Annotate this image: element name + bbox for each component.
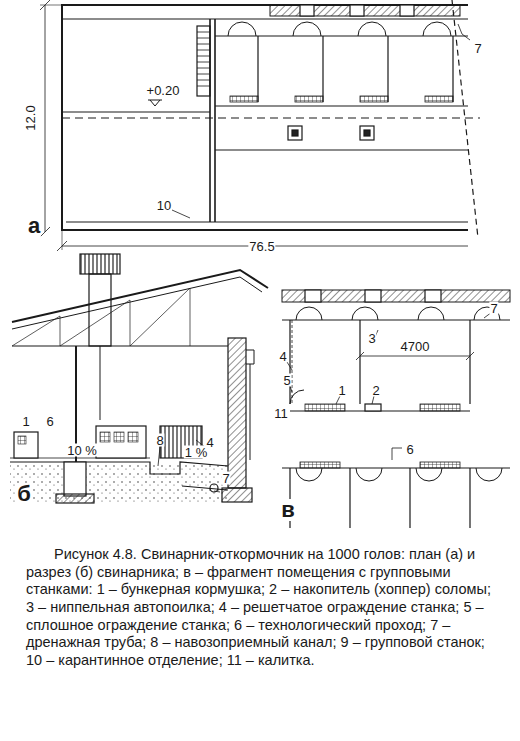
- callout-label: 76.5: [248, 240, 275, 253]
- callout-label: 2: [371, 384, 380, 397]
- callout-label: 11: [273, 407, 289, 420]
- plan-a: [40, 0, 480, 251]
- figure-caption: Рисунок 4.8. Свинарник-откормочник на 10…: [26, 546, 500, 670]
- callout-label: 12.0: [24, 104, 37, 131]
- callout-label: 1: [337, 384, 346, 397]
- callout-label: 1 %: [184, 446, 208, 459]
- view-letter: в: [280, 499, 296, 521]
- view-letter: а: [27, 215, 41, 237]
- callout-label: 10 %: [66, 444, 98, 457]
- callout-label: 3: [367, 332, 376, 345]
- callout-label: +0.20: [146, 84, 181, 97]
- callout-label: 10: [156, 199, 172, 212]
- callout-label: 1: [21, 415, 30, 428]
- callout-label: 6: [45, 415, 54, 428]
- callout-label: 7: [473, 42, 482, 55]
- callout-label: 4: [278, 350, 287, 363]
- callout-label: 7: [221, 472, 230, 485]
- fragment-v: [282, 290, 510, 528]
- callout-label: 6: [405, 443, 414, 456]
- section-b: [10, 254, 268, 503]
- view-letter: б: [16, 483, 32, 505]
- callout-label: 5: [282, 374, 291, 387]
- callout-label: 7: [489, 302, 498, 315]
- callout-label: 8: [155, 434, 164, 447]
- callout-label: 4700: [400, 340, 431, 353]
